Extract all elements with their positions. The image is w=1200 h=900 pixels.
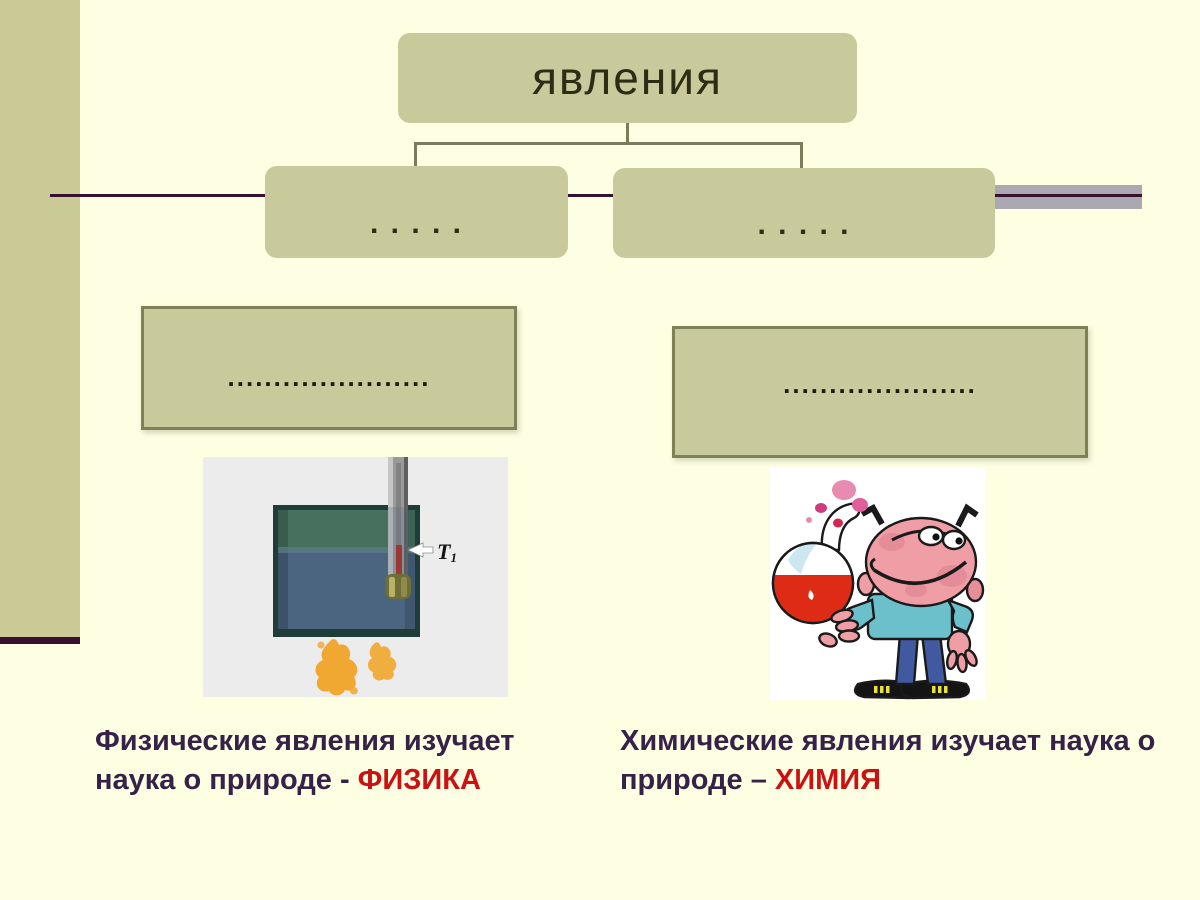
right-arm: [945, 597, 975, 634]
flame-icon: [315, 639, 397, 696]
blank-box-right-dots: .....................: [783, 368, 977, 399]
caption-physics-highlight: ФИЗИКА: [357, 764, 481, 796]
smile: [873, 560, 968, 586]
caption-chemistry-highlight: ХИМИЯ: [774, 764, 881, 796]
hair-tufts: [860, 503, 979, 528]
mercury-column: [396, 545, 402, 579]
child-node-right-label: . . . . .: [757, 208, 851, 241]
connector-horizontal: [414, 142, 803, 145]
arrow-left-icon: [407, 542, 434, 558]
blank-box-left: ......................: [141, 306, 517, 430]
caption-chemistry: Химические явления изучает наука о приро…: [620, 722, 1185, 800]
divider-line: [50, 194, 1142, 197]
bubbles: [806, 480, 868, 528]
t1-label: T1: [437, 539, 457, 565]
left-accent-band: [0, 0, 80, 637]
connector-left-stub: [414, 142, 417, 167]
root-node-phenomena: явления: [398, 33, 857, 123]
gray-accent-bar: [991, 185, 1142, 209]
blank-box-left-dots: ......................: [227, 361, 431, 392]
caption-physics: Физические явления изучает наука о приро…: [95, 722, 565, 800]
blank-box-right: .....................: [672, 326, 1088, 458]
caption-physics-text: Физические явления изучает наука о приро…: [95, 725, 515, 796]
left-accent-underline: [0, 637, 80, 644]
chemistry-figure: [770, 468, 985, 700]
child-node-left: . . . . .: [265, 166, 568, 258]
root-node-label: явления: [532, 52, 723, 104]
right-hand: [946, 629, 978, 674]
thermometer-bulb: [385, 574, 411, 599]
connector-root-stub: [626, 123, 629, 144]
physics-figure: T1: [203, 457, 508, 697]
connector-right-stub: [800, 142, 803, 170]
eyes: [917, 525, 967, 551]
chemist-cartoon-illustration: [770, 468, 985, 700]
chemist-figure: [771, 480, 985, 700]
thermometer-icon: [385, 457, 411, 599]
child-node-right: . . . . .: [613, 168, 995, 258]
child-node-left-label: . . . . .: [369, 207, 463, 240]
left-hand: [818, 608, 861, 648]
flask-icon: [771, 502, 861, 625]
caption-chemistry-text: Химические явления изучает наука о приро…: [620, 725, 1156, 796]
thermometer-heating-illustration: T1: [203, 457, 508, 697]
